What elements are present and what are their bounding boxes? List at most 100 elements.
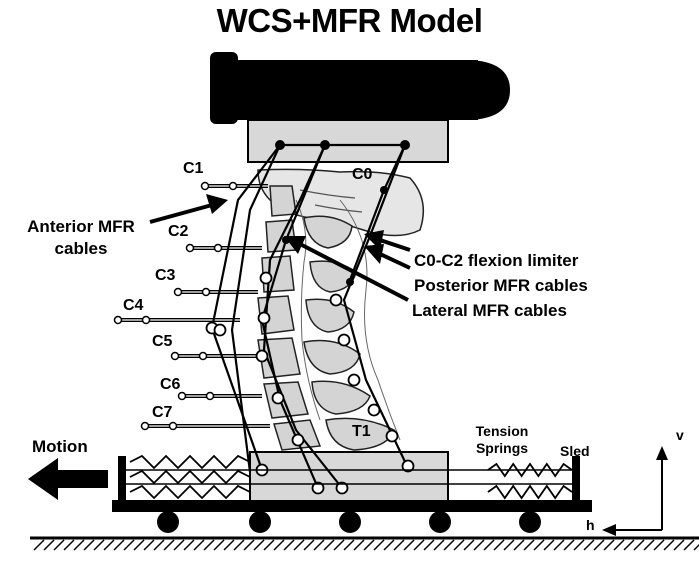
c0-c2-flexion-limiter-label: C0-C2 flexion limiter xyxy=(414,251,579,270)
anterior-mfr-rods xyxy=(113,181,270,431)
cable-node xyxy=(347,373,361,387)
ground-hatch xyxy=(193,539,205,551)
motion-label: Motion xyxy=(32,437,88,456)
axis-h-label: h xyxy=(586,517,595,533)
ground-hatch xyxy=(513,539,525,551)
ground-hatch xyxy=(283,539,295,551)
ground-hatch xyxy=(163,539,175,551)
rod-node xyxy=(201,287,211,297)
rod-end-node xyxy=(185,243,195,253)
rod-end-node xyxy=(177,391,187,401)
cable-nodes xyxy=(205,186,415,495)
ground-hatch xyxy=(323,539,335,551)
sled-wheel xyxy=(519,511,541,533)
sled-wheel xyxy=(157,511,179,533)
spinal-texture xyxy=(295,199,401,441)
ground-hatch xyxy=(43,539,55,551)
mfr-cable xyxy=(230,144,281,473)
anterior-mfr-label-line1: Anterior MFR xyxy=(27,217,135,236)
cable-node xyxy=(385,429,399,443)
ground-hatch xyxy=(593,539,605,551)
ground-hatch xyxy=(563,539,575,551)
ground-hatch xyxy=(173,539,185,551)
ground-hatch xyxy=(653,539,665,551)
ground-hatch xyxy=(53,539,65,551)
ground-hatch xyxy=(583,539,595,551)
ground-hatch xyxy=(123,539,135,551)
ground-hatch xyxy=(133,539,145,551)
ground-hatch xyxy=(113,539,125,551)
rod-node xyxy=(205,391,215,401)
ground-hatch xyxy=(423,539,435,551)
ground-hatch xyxy=(503,539,515,551)
ground-hatch xyxy=(83,539,95,551)
cable-node xyxy=(213,323,227,337)
ground-hatch xyxy=(693,543,699,551)
top-anchor-dots xyxy=(275,140,410,150)
spring xyxy=(129,484,251,500)
ground-hatch xyxy=(263,539,275,551)
mfr-cable xyxy=(210,144,281,471)
cable-node xyxy=(367,403,381,417)
ground-hatch xyxy=(643,539,655,551)
ground-hatch xyxy=(293,539,305,551)
ground-hatch xyxy=(613,539,625,551)
axis-v-label: v xyxy=(676,427,684,443)
cable-junction xyxy=(346,278,354,286)
sled-wheel xyxy=(339,511,361,533)
ground-hatch xyxy=(533,539,545,551)
ground-hatch xyxy=(463,539,475,551)
annotation-arrows xyxy=(149,194,411,302)
ground-hatch xyxy=(33,539,45,551)
ground-hatch xyxy=(523,539,535,551)
t1-base-block xyxy=(249,451,449,509)
ground-hatch xyxy=(313,539,325,551)
ground-hatch xyxy=(253,539,265,551)
rod-node xyxy=(228,181,238,191)
ground-hatch xyxy=(553,539,565,551)
ground-hatch xyxy=(633,539,645,551)
ground-hatch xyxy=(233,539,245,551)
ground-hatch xyxy=(183,539,195,551)
ground xyxy=(30,536,699,551)
cable-node xyxy=(311,481,325,495)
rod-end-node xyxy=(140,421,150,431)
rod-end-node xyxy=(113,315,123,325)
sled-wheel xyxy=(429,511,451,533)
vertebra-label-c5: C5 xyxy=(152,333,173,350)
tension-springs-label-line1: Tension xyxy=(475,423,529,439)
cable-junction xyxy=(380,186,388,194)
cable-node xyxy=(291,433,305,447)
ground-hatch xyxy=(303,539,315,551)
ground-hatch xyxy=(493,539,505,551)
tension-springs xyxy=(129,454,573,500)
vertebra-label-c2: C2 xyxy=(168,223,189,240)
rod-end-node xyxy=(173,287,183,297)
ground-hatch xyxy=(223,539,235,551)
figure-title: WCS+MFR Model xyxy=(216,2,483,39)
ground-hatch xyxy=(573,539,585,551)
sled-label: Sled xyxy=(560,443,590,459)
cable-node xyxy=(257,311,271,325)
ground-hatch xyxy=(453,539,465,551)
sled xyxy=(112,456,592,512)
head-mass xyxy=(210,52,510,163)
tension-springs-label-line2: Springs xyxy=(475,440,529,456)
cable-node xyxy=(271,391,285,405)
ground-hatch xyxy=(273,539,285,551)
cable-node xyxy=(401,459,415,473)
cable-node xyxy=(329,293,343,307)
ground-hatch xyxy=(353,539,365,551)
cable-node xyxy=(337,333,351,347)
ground-hatch xyxy=(623,539,635,551)
ground-hatch xyxy=(543,539,555,551)
motion-arrow xyxy=(28,458,108,500)
ground-hatch xyxy=(333,539,345,551)
vertebra-label-c3: C3 xyxy=(155,267,176,284)
vertebra-label-c7: C7 xyxy=(152,404,173,421)
spring xyxy=(487,462,573,478)
rod-node xyxy=(198,351,208,361)
lateral-mfr-label: Lateral MFR cables xyxy=(412,301,567,320)
